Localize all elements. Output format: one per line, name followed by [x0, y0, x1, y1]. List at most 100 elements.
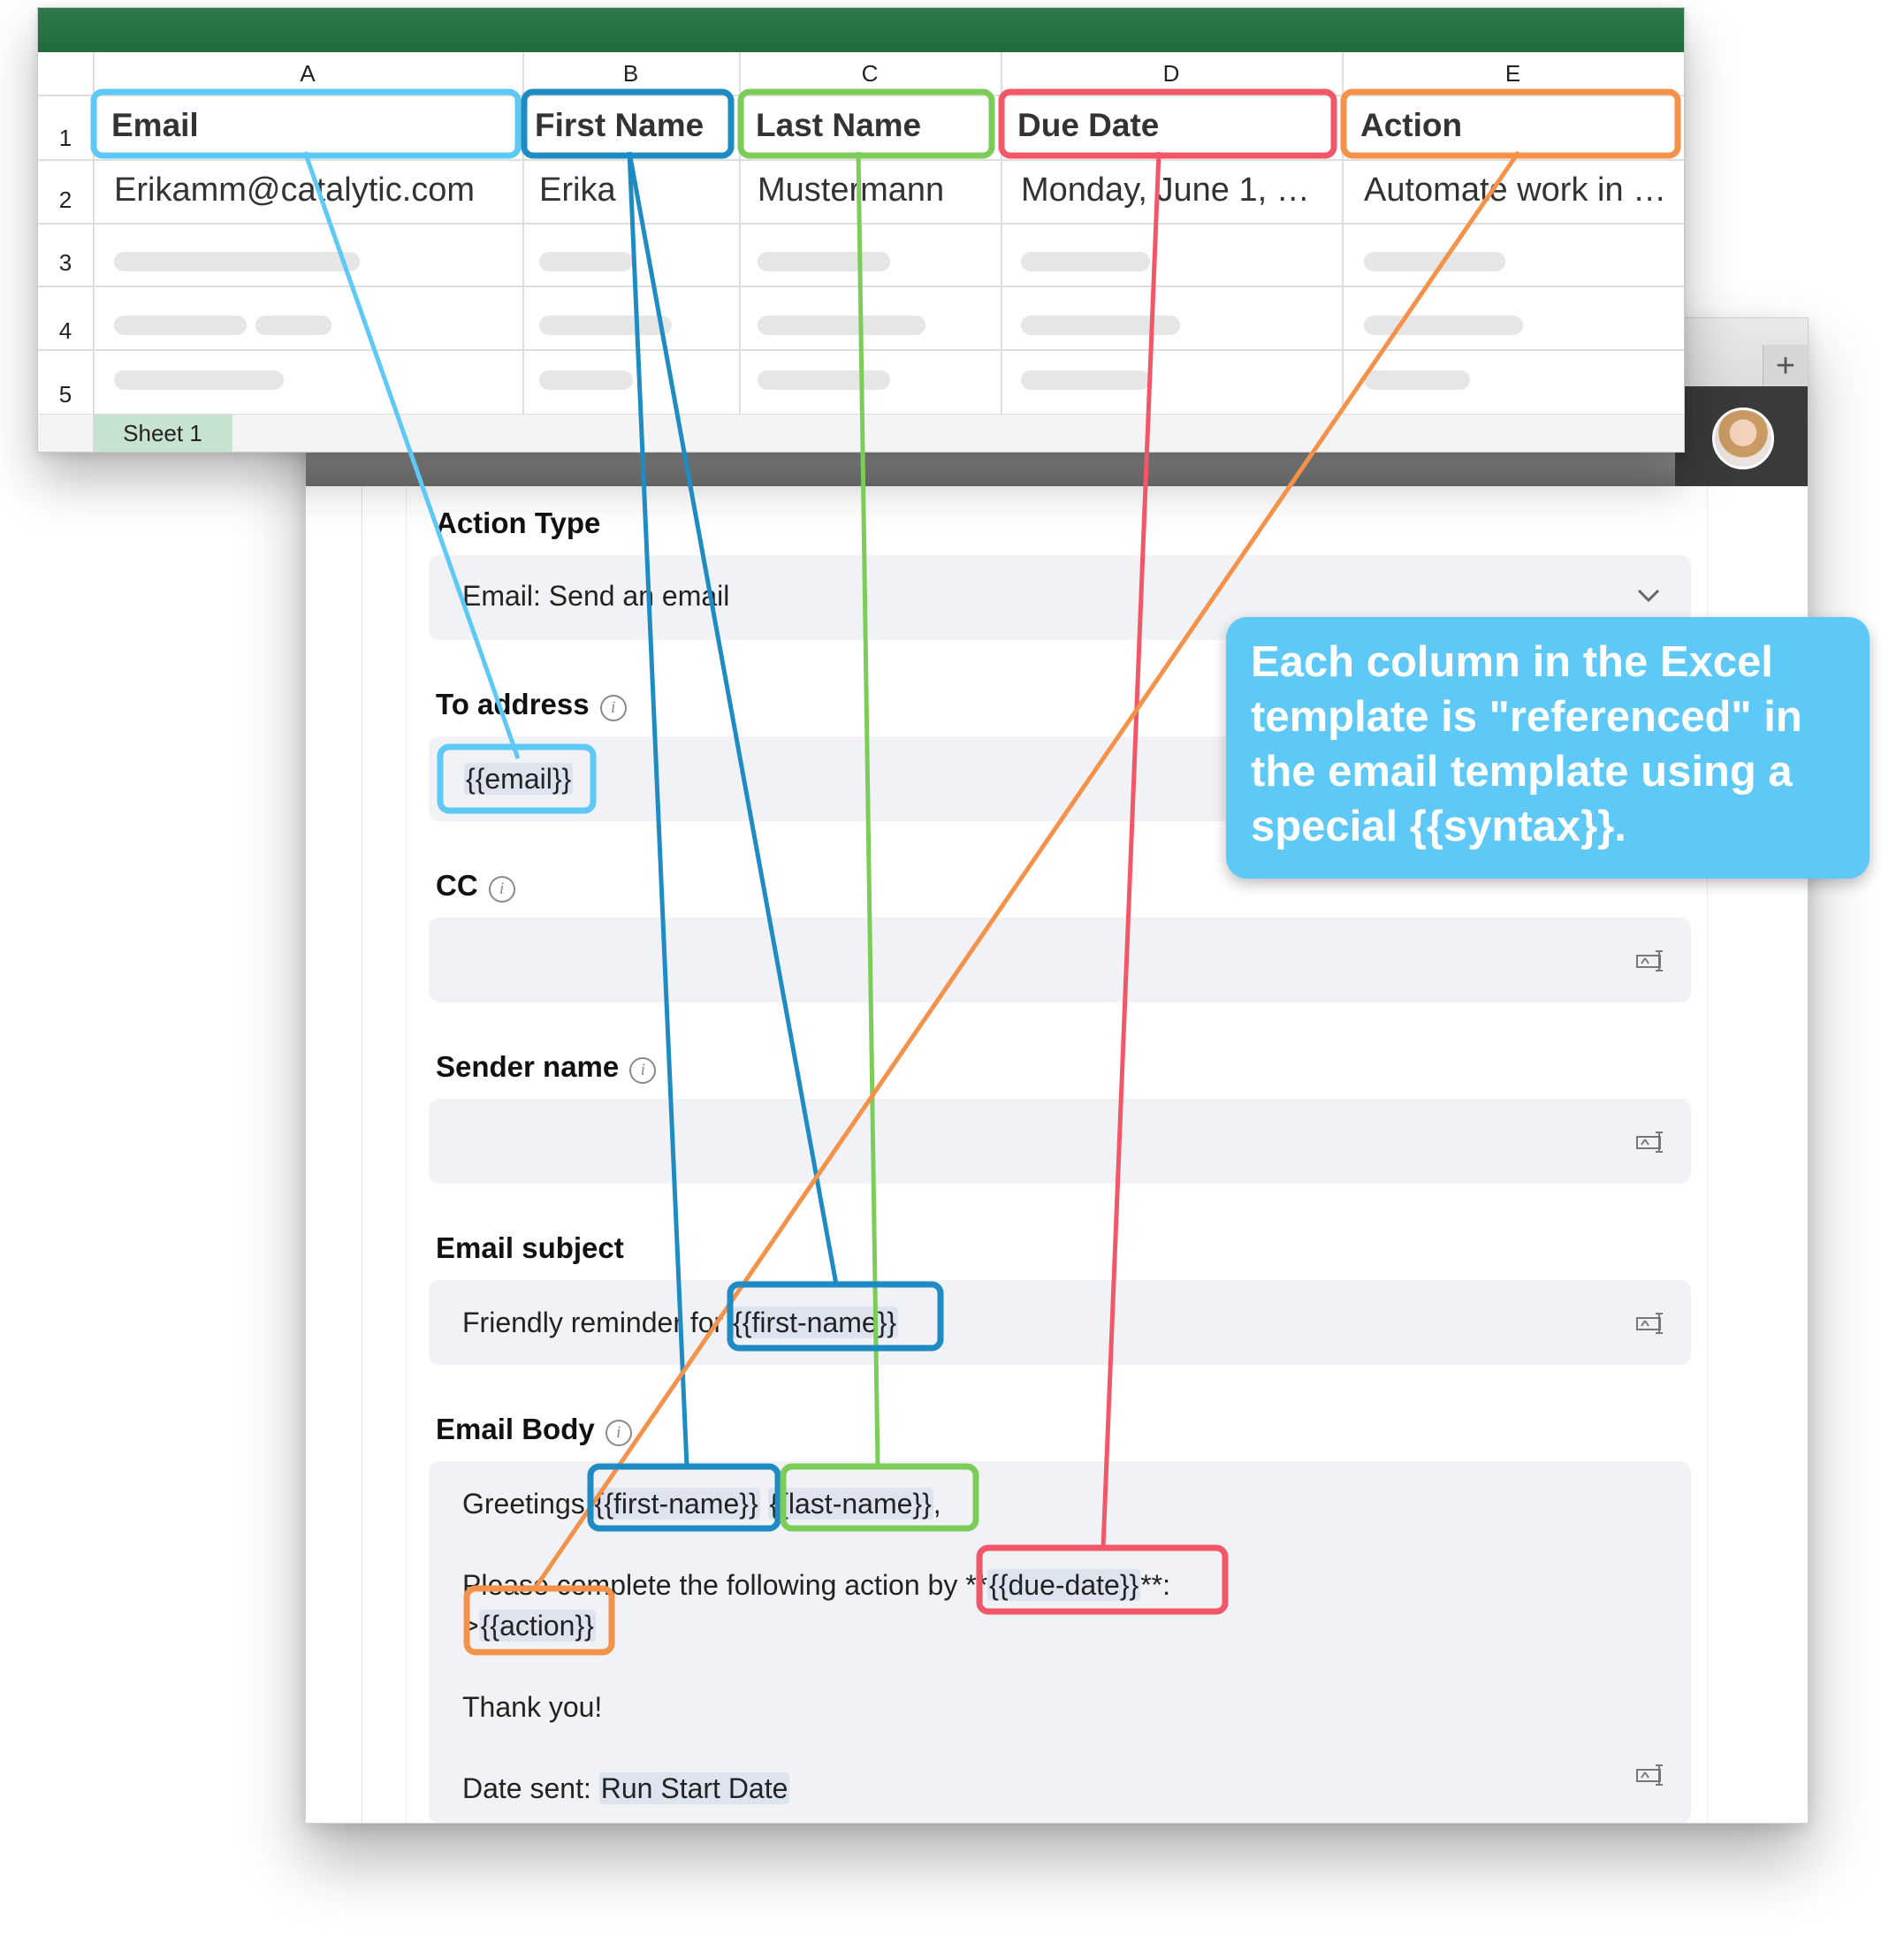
email-subject-label: Email subject [436, 1231, 624, 1265]
header-cell-action[interactable]: Action [1360, 107, 1463, 143]
placeholder-cell [1364, 252, 1505, 271]
body-action-line: Please complete the following action by … [462, 1569, 1170, 1602]
explanation-callout: Each column in the Excel template is "re… [1226, 617, 1870, 879]
grid-line [38, 286, 1684, 287]
grid-line [522, 52, 524, 415]
callout-text: Each column in the Excel template is "re… [1251, 638, 1802, 850]
header-cell-email[interactable]: Email [111, 107, 199, 143]
cell-last-name[interactable]: Mustermann [758, 171, 945, 209]
info-icon[interactable]: i [605, 1420, 632, 1446]
grid-line [38, 223, 1684, 225]
first-name-variable-chip: {{first-name}} [731, 1307, 899, 1338]
action-type-label-text: Action Type [436, 507, 601, 539]
info-icon[interactable]: i [629, 1057, 657, 1084]
cell-due-date[interactable]: Monday, June 1, … [1021, 171, 1310, 209]
action-type-value: Email: Send an email [462, 580, 730, 612]
grid-line [1342, 52, 1344, 415]
row-header-1[interactable]: 1 [58, 125, 72, 151]
excel-titlebar [38, 8, 1684, 52]
email-subject-field[interactable]: Friendly reminder for {{first-name}} [429, 1280, 1691, 1365]
cell-first-name[interactable]: Erika [539, 171, 616, 209]
action-type-label: Action Type [436, 507, 600, 540]
header-cell-first-name[interactable]: First Name [535, 107, 704, 143]
email-subject-value: Friendly reminder for {{first-name}} [462, 1307, 899, 1339]
placeholder-cell [539, 316, 672, 335]
info-icon[interactable]: i [488, 876, 515, 903]
cc-label: CC i [436, 869, 515, 903]
row-header-3[interactable]: 3 [58, 249, 72, 276]
quote-marker: > [462, 1610, 479, 1642]
column-header-b[interactable]: B [622, 60, 639, 87]
sheet-grid: A B C D E 1 2 3 4 5 Email First Name Las… [38, 52, 1684, 415]
column-header-d[interactable]: D [1162, 60, 1180, 87]
placeholder-cell [758, 316, 925, 335]
bold-open-marker: ** [965, 1569, 988, 1601]
email-variable-chip: {{email}} [464, 763, 574, 795]
sender-name-field[interactable] [429, 1099, 1691, 1184]
sheet-tabs-bar: Sheet 1 [38, 414, 1684, 452]
bold-close-marker: **: [1140, 1569, 1170, 1601]
placeholder-cell [114, 370, 284, 390]
placeholder-cell [1021, 252, 1150, 271]
body-thanks-line: Thank you! [462, 1691, 603, 1723]
placeholder-cell [1364, 370, 1470, 390]
to-address-label-text: To address [436, 688, 590, 720]
greeting-suffix: , [933, 1488, 941, 1520]
column-header-e[interactable]: E [1504, 60, 1521, 87]
insert-variable-icon[interactable] [1636, 1312, 1666, 1335]
cc-label-text: CC [436, 869, 478, 902]
insert-variable-icon[interactable] [1636, 1131, 1666, 1154]
email-body-label-text: Email Body [436, 1413, 595, 1445]
form-rail [1707, 486, 1708, 1823]
last-name-variable-chip: {{last-name}} [767, 1488, 933, 1520]
action-variable-chip: {{action}} [478, 1610, 596, 1642]
row-header-4[interactable]: 4 [58, 317, 72, 344]
run-start-date-variable-chip: Run Start Date [598, 1772, 790, 1804]
placeholder-cell [1021, 316, 1180, 335]
avatar[interactable] [1712, 408, 1774, 469]
action-line-text: Please complete the following action by [462, 1569, 966, 1601]
header-cell-due-date[interactable]: Due Date [1017, 107, 1160, 143]
placeholder-cell [114, 252, 360, 271]
form-rail [406, 486, 407, 1823]
grid-line [38, 95, 1684, 96]
first-name-variable-chip: {{first-name}} [592, 1488, 760, 1520]
insert-variable-icon[interactable] [1636, 1764, 1666, 1787]
placeholder-cell [758, 370, 890, 390]
column-header-a[interactable]: A [300, 60, 316, 87]
grid-line [739, 52, 741, 415]
grid-line [1001, 52, 1002, 415]
body-date-sent-line: Date sent: Run Start Date [462, 1772, 790, 1805]
sheet-tab[interactable]: Sheet 1 [93, 415, 232, 452]
email-body-field[interactable]: Greetings {{first-name}} {{last-name}}, … [429, 1461, 1691, 1823]
column-header-c[interactable]: C [861, 60, 879, 87]
email-subject-label-text: Email subject [436, 1231, 624, 1264]
to-address-value: {{email}} [464, 763, 574, 796]
info-icon[interactable]: i [599, 695, 627, 721]
date-sent-text: Date sent: [462, 1772, 599, 1804]
row-header-5[interactable]: 5 [58, 381, 72, 408]
grid-line [38, 349, 1684, 351]
placeholder-cell [539, 370, 633, 390]
row-header-2[interactable]: 2 [58, 187, 72, 213]
sender-name-label: Sender name i [436, 1050, 657, 1084]
chevron-down-icon [1637, 589, 1660, 603]
header-cell-last-name[interactable]: Last Name [756, 107, 922, 143]
user-bar [1675, 386, 1808, 486]
add-tab-button[interactable]: + [1763, 345, 1808, 389]
placeholder-cell [1364, 316, 1523, 335]
greeting-text: Greetings [462, 1488, 593, 1520]
cc-field[interactable] [429, 918, 1691, 1002]
sender-name-label-text: Sender name [436, 1050, 620, 1083]
placeholder-cell [114, 316, 247, 335]
placeholder-cell [758, 252, 890, 271]
insert-variable-icon[interactable] [1636, 949, 1666, 972]
cell-action[interactable]: Automate work in … [1364, 171, 1667, 209]
body-quote-line: >{{action}} [462, 1610, 596, 1642]
email-action-form-window: + Action Type Email: Send an email To ad… [305, 317, 1809, 1824]
excel-spreadsheet-window: A B C D E 1 2 3 4 5 Email First Name Las… [37, 7, 1685, 453]
subject-prefix-text: Friendly reminder for [462, 1307, 732, 1338]
placeholder-cell [255, 316, 331, 335]
cell-email[interactable]: Erikamm@catalytic.com [114, 171, 476, 209]
body-greeting-line: Greetings {{first-name}} {{last-name}}, [462, 1488, 941, 1520]
